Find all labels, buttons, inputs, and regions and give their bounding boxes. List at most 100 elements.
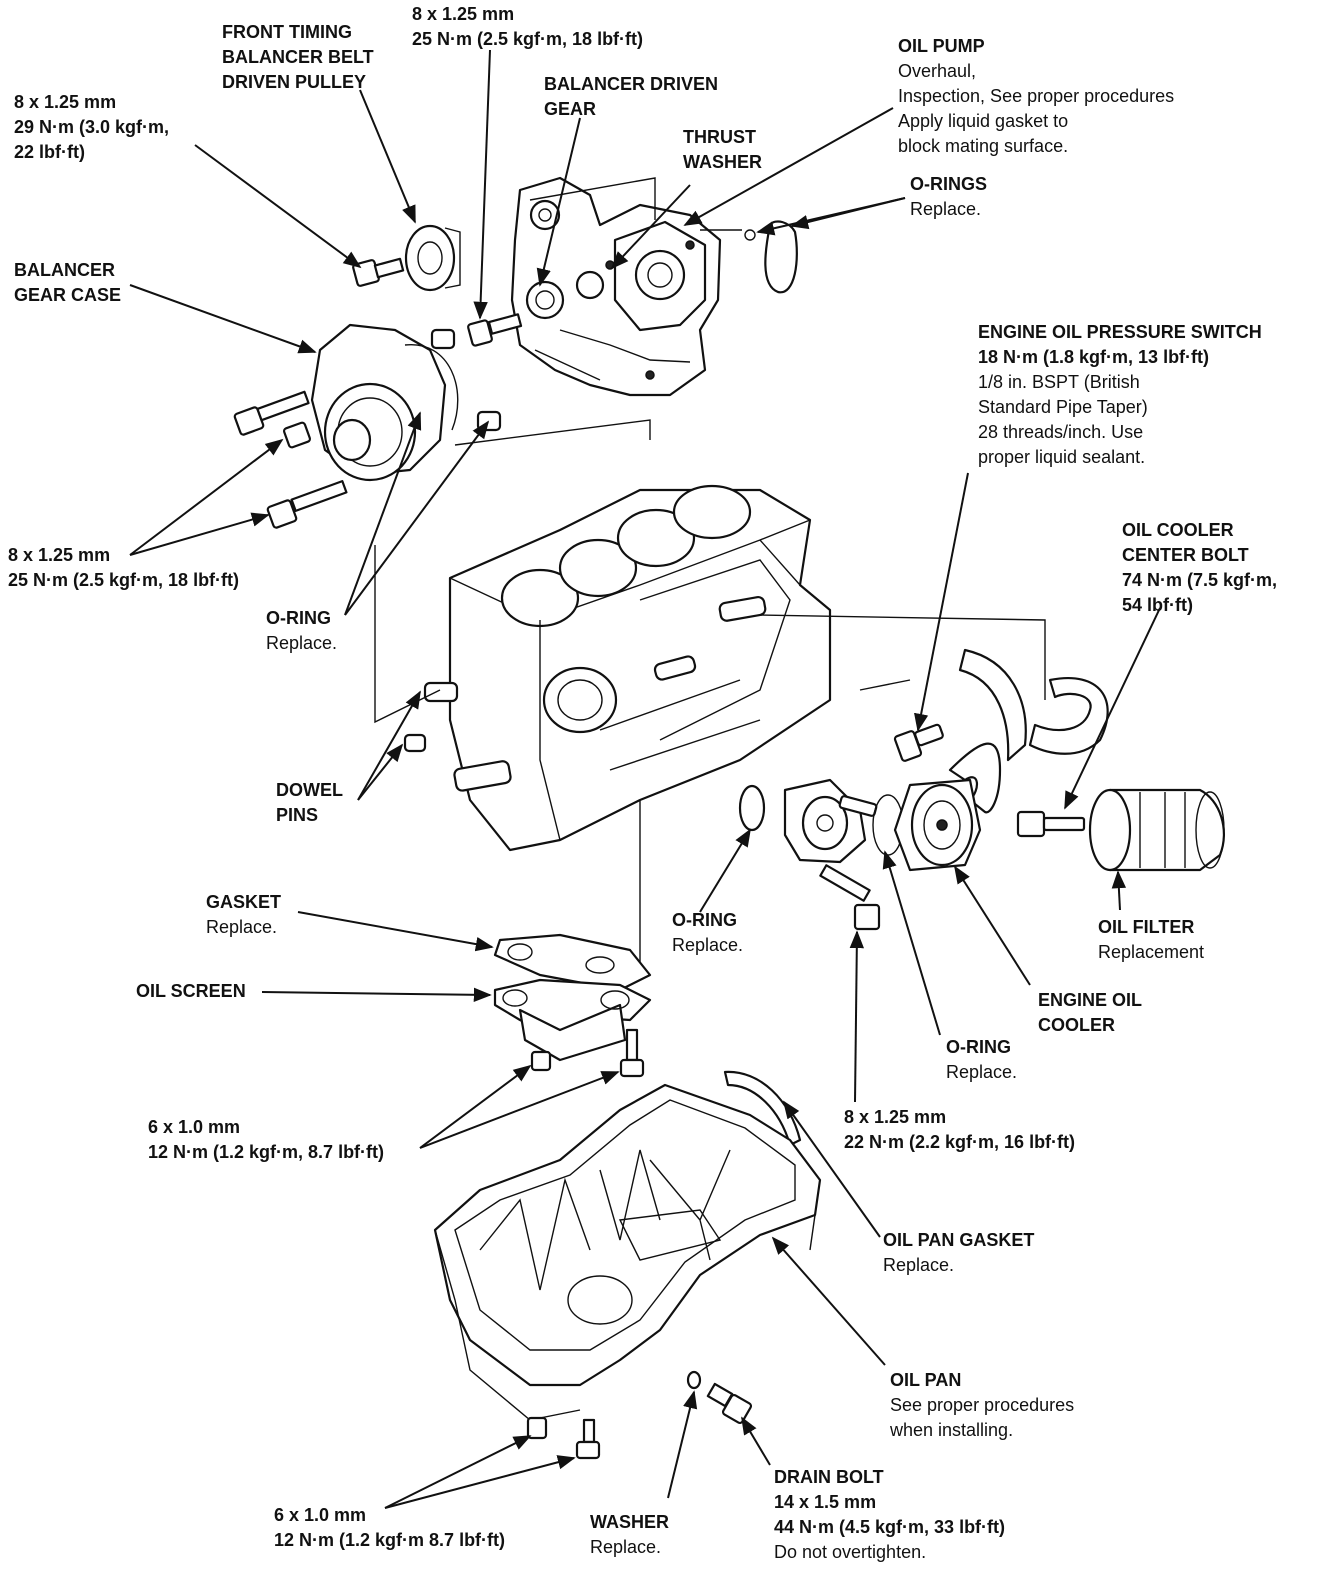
label-title-line: O-RING xyxy=(946,1037,1011,1057)
screen-bolts-part xyxy=(530,1028,645,1078)
label-pan-bolt-torque: 6 x 1.0 mm 12 N·m (1.2 kgf·m 8.7 lbf·ft) xyxy=(274,1503,505,1553)
dowel-pin-parts xyxy=(403,681,512,792)
label-note-line: Overhaul, xyxy=(898,61,977,81)
label-o-rings-top: O-RINGS Replace. xyxy=(910,172,987,222)
label-o-ring-left: O-RING Replace. xyxy=(266,606,337,656)
label-title-line: 12 N·m (1.2 kgf·m 8.7 lbf·ft) xyxy=(274,1530,506,1550)
o-rings-part xyxy=(744,220,798,294)
cooler-mount-bolt-part xyxy=(819,864,881,931)
pan-bolts-part xyxy=(526,1416,601,1460)
label-note-line: Inspection, See proper procedures xyxy=(898,86,1175,106)
label-note-line: 28 threads/inch. Use xyxy=(978,422,1144,442)
engine-oil-cooler-part xyxy=(872,778,982,872)
label-oil-pump: OIL PUMP Overhaul, Inspection, See proper … xyxy=(898,34,1174,159)
label-balancer-gear-case: BALANCER GEAR CASE xyxy=(14,258,121,308)
label-title-line: OIL PUMP xyxy=(898,36,985,56)
label-title-line: 8 x 1.25 mm xyxy=(8,545,111,565)
label-title-line: BALANCER BELT xyxy=(222,47,374,67)
label-title-line: GEAR CASE xyxy=(14,285,122,305)
label-title-line: DRIVEN PULLEY xyxy=(222,72,367,92)
cooler-center-bolt-part xyxy=(1016,810,1086,838)
balancer-gear-case-part xyxy=(310,323,502,482)
label-note-line: Replace. xyxy=(946,1062,1018,1082)
label-title-line: DOWEL xyxy=(276,780,343,800)
case-bolts-part xyxy=(233,390,348,529)
label-note-line: Apply liquid gasket to xyxy=(898,111,1069,131)
label-title-line: OIL COOLER xyxy=(1122,520,1234,540)
label-title-line: 18 N·m (1.8 kgf·m, 13 lbf·ft) xyxy=(978,347,1210,367)
label-note-line: proper liquid sealant. xyxy=(978,447,1146,467)
label-dowel-pins: DOWEL PINS xyxy=(276,778,343,828)
label-title-line: FRONT TIMING xyxy=(222,22,352,42)
label-front-timing-driven-pulley: FRONT TIMING BALANCER BELT DRIVEN PULLEY xyxy=(222,20,374,95)
label-title-line: 6 x 1.0 mm xyxy=(274,1505,367,1525)
label-title-line: WASHER xyxy=(683,152,763,172)
label-screen-bolt-torque: 6 x 1.0 mm 12 N·m (1.2 kgf·m, 8.7 lbf·ft) xyxy=(148,1115,384,1165)
label-title-line: 8 x 1.25 mm xyxy=(14,92,117,112)
label-title-line: 25 N·m (2.5 kgf·m, 18 lbf·ft) xyxy=(412,29,644,49)
label-note-line: Replace. xyxy=(883,1255,955,1275)
cooler-mount-part xyxy=(738,778,878,864)
label-title-line: GEAR xyxy=(544,99,597,119)
label-title-line: DRAIN BOLT xyxy=(774,1467,884,1487)
label-note-line: Replacement xyxy=(1098,942,1205,962)
label-title-line: 12 N·m (1.2 kgf·m, 8.7 lbf·ft) xyxy=(148,1142,385,1162)
pump-bolt-part xyxy=(467,313,523,347)
label-title-line: 74 N·m (7.5 kgf·m, xyxy=(1122,570,1278,590)
label-title-line: WASHER xyxy=(590,1512,670,1532)
label-note-line: Replace. xyxy=(206,917,278,937)
label-title-line: 14 x 1.5 mm xyxy=(774,1492,877,1512)
driven-pulley-part xyxy=(404,224,461,292)
label-title-line: OIL FILTER xyxy=(1098,917,1195,937)
label-title-line: O-RINGS xyxy=(910,174,988,194)
cooler-hoses-part xyxy=(948,648,1109,814)
label-o-ring-mid: O-RING Replace. xyxy=(672,908,743,958)
label-title-line: 22 N·m (2.2 kgf·m, 16 lbf·ft) xyxy=(844,1132,1076,1152)
label-title-line: BALANCER xyxy=(14,260,115,280)
engine-block-part xyxy=(448,484,832,852)
pulley-bolt-part xyxy=(352,257,405,287)
label-title-line: OIL PAN GASKET xyxy=(883,1230,1035,1250)
label-title-line: PINS xyxy=(276,805,319,825)
label-oil-pan-gasket: OIL PAN GASKET Replace. xyxy=(883,1228,1034,1278)
label-oil-screen: OIL SCREEN xyxy=(136,979,246,1004)
label-title-line: 25 N·m (2.5 kgf·m, 18 lbf·ft) xyxy=(8,570,240,590)
drain-bolt-part xyxy=(686,1370,753,1425)
label-note-line: Replace. xyxy=(910,199,982,219)
label-note-line: block mating surface. xyxy=(898,136,1069,156)
label-note-line: Standard Pipe Taper) xyxy=(978,397,1148,417)
label-title-line: COOLER xyxy=(1038,1015,1116,1035)
oil-screen-part xyxy=(493,933,652,1062)
label-drain-bolt: DRAIN BOLT 14 x 1.5 mm 44 N·m (4.5 kgf·m, … xyxy=(774,1465,1005,1565)
alignment-line xyxy=(859,679,911,691)
label-note-line: Replace. xyxy=(672,935,744,955)
label-title-line: 44 N·m (4.5 kgf·m, 33 lbf·ft) xyxy=(774,1517,1006,1537)
label-cooler-bolt-torque: 8 x 1.25 mm 22 N·m (2.2 kgf·m, 16 lbf·ft) xyxy=(844,1105,1075,1155)
oil-pump-housing xyxy=(510,176,722,397)
label-engine-oil-cooler: ENGINE OIL COOLER xyxy=(1038,988,1142,1038)
label-title-line: 22 lbf·ft) xyxy=(14,142,85,162)
label-title-line: OIL SCREEN xyxy=(136,981,246,1001)
label-note-line: Do not overtighten. xyxy=(774,1542,927,1562)
label-title-line: GASKET xyxy=(206,892,282,912)
oil-pressure-switch-part xyxy=(893,723,944,762)
oil-filter-part xyxy=(1088,788,1225,872)
alignment-line xyxy=(374,545,441,724)
label-title-line: 6 x 1.0 mm xyxy=(148,1117,241,1137)
label-note-line: Replace. xyxy=(266,633,338,653)
leader-lines xyxy=(129,49,1161,1509)
label-oil-filter: OIL FILTER Replacement xyxy=(1098,915,1204,965)
label-title-line: 54 lbf·ft) xyxy=(1122,595,1193,615)
label-title-line: ENGINE OIL xyxy=(1038,990,1143,1010)
label-title-line: 8 x 1.25 mm xyxy=(844,1107,947,1127)
label-title-line: O-RING xyxy=(266,608,331,628)
label-title-line: O-RING xyxy=(672,910,737,930)
